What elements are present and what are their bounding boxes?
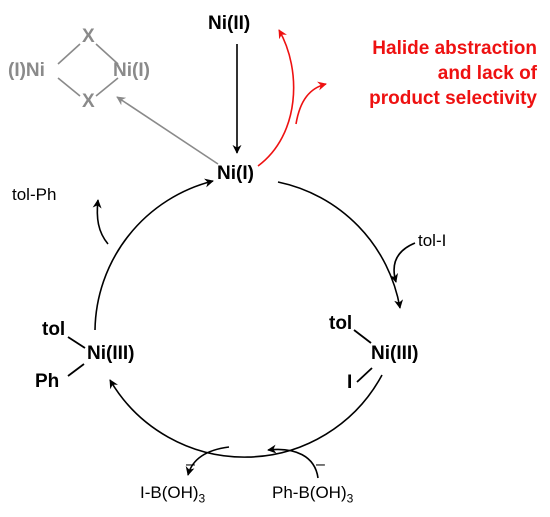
tm-complex-center: Ni(III) bbox=[87, 343, 135, 364]
ni1-label: Ni(I) bbox=[217, 163, 254, 184]
i-boronate-charge: – bbox=[186, 456, 195, 473]
cycle-arc-reductive-elimination bbox=[94, 178, 214, 331]
i-boronate-byproduct: I-B(OH)3 bbox=[140, 484, 205, 504]
side-reaction-line-1: Halide abstraction bbox=[372, 38, 537, 59]
tol-ph-product: tol-Ph bbox=[12, 185, 57, 204]
dimerization-arrow bbox=[116, 96, 219, 165]
ph-boronate-reagent: Ph-B(OH)3 bbox=[272, 484, 353, 504]
halide-abstraction-arrow bbox=[257, 29, 295, 167]
tol-i-reagent: tol-I bbox=[418, 231, 447, 250]
side-reaction-text: Halide abstraction and lack of product s… bbox=[369, 36, 537, 111]
oa-complex-tol: tol bbox=[329, 313, 353, 334]
side-reaction-line-2: and lack of bbox=[437, 63, 537, 84]
i-boronate-exit-arrow bbox=[185, 446, 230, 476]
side-reaction-branch-arrow bbox=[295, 81, 327, 125]
tm-complex-tol: tol bbox=[42, 319, 66, 340]
dimer-right-ni: Ni(I) bbox=[113, 60, 150, 81]
ph-boronate-entry-arrow bbox=[267, 444, 319, 479]
cycle-arc-transmetalation bbox=[109, 374, 383, 458]
dimer-bottom-x: X bbox=[82, 91, 95, 112]
cycle-arc-oxidative-addition bbox=[277, 181, 404, 309]
side-reaction-line-3: product selectivity bbox=[369, 88, 537, 109]
ph-boronate-subscript: 3 bbox=[346, 491, 354, 506]
tm-complex-phenyl: Ph bbox=[35, 371, 60, 392]
tol-ph-exit-arrow bbox=[92, 199, 109, 245]
i-boronate-subscript: 3 bbox=[198, 491, 206, 506]
oa-complex-bonds bbox=[353, 329, 373, 383]
oa-complex-center: Ni(III) bbox=[371, 343, 419, 364]
oa-complex-iodide: I bbox=[347, 372, 353, 393]
tol-i-entry-arrow bbox=[389, 242, 416, 283]
ni2-label: Ni(II) bbox=[208, 13, 251, 34]
dimer-left-ni: (I)Ni bbox=[8, 60, 45, 81]
dimer-top-x: X bbox=[82, 26, 95, 47]
i-boronate-formula: I-B(OH) bbox=[140, 483, 199, 502]
ph-boronate-charge: – bbox=[316, 456, 325, 473]
dimer-bonds bbox=[57, 43, 119, 97]
tm-complex-bonds bbox=[67, 336, 86, 377]
ph-boronate-formula: Ph-B(OH) bbox=[272, 483, 347, 502]
